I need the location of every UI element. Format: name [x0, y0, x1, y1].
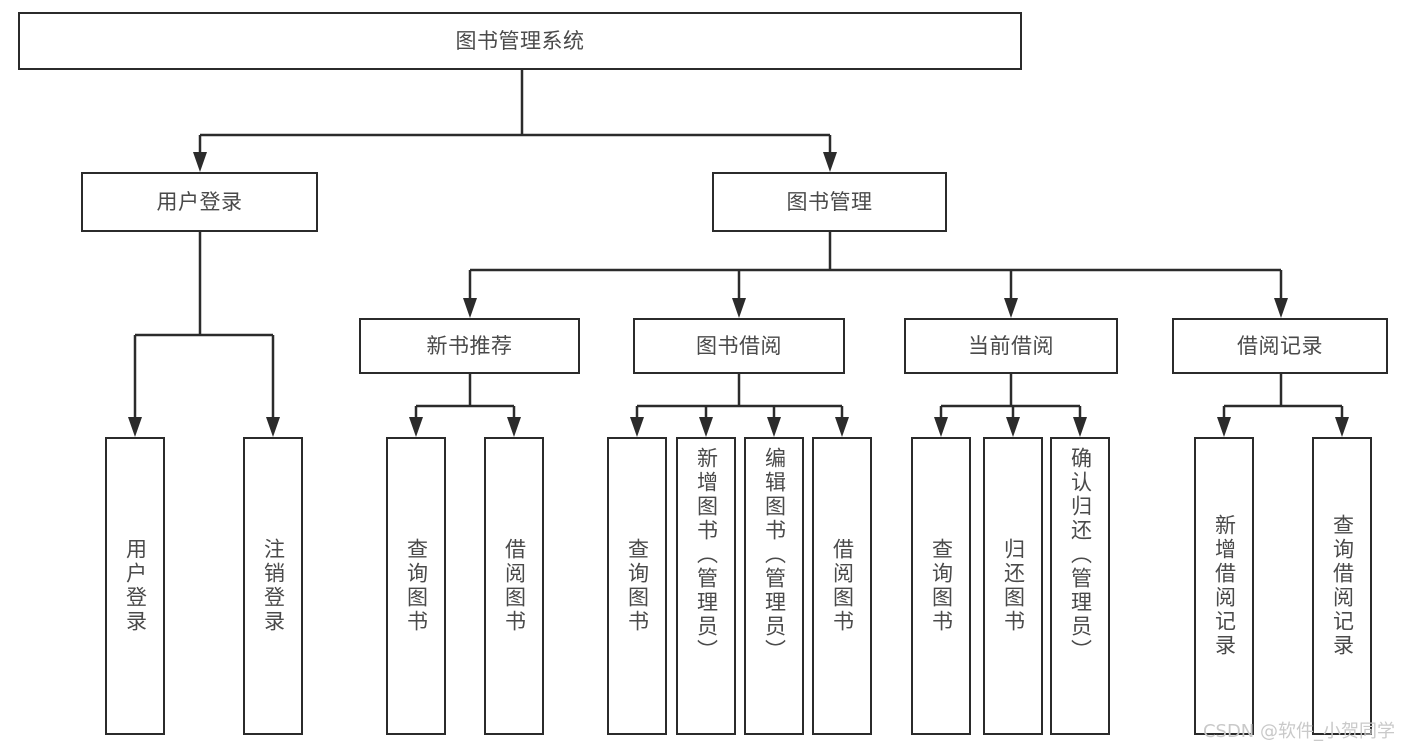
arrow-head-current-borrow-1	[1006, 417, 1020, 437]
node-leaf-borrow-book: 借阅图书	[812, 437, 872, 735]
node-leaf-return-book: 归还图书	[983, 437, 1043, 735]
node-label: 图书管理	[786, 189, 873, 214]
node-label: 借阅图书	[502, 538, 527, 634]
node-user-login-module: 用户登录	[81, 172, 318, 232]
arrow-head-book-manage-module-0	[463, 298, 477, 318]
arrow-head-borrow-record-1	[1335, 417, 1349, 437]
node-root: 图书管理系统	[18, 12, 1022, 70]
node-borrow-record: 借阅记录	[1172, 318, 1388, 374]
node-leaf-query-book-rec: 查询图书	[386, 437, 446, 735]
node-leaf-query-book-borrow: 查询图书	[607, 437, 667, 735]
node-leaf-add-borrow-record: 新增借阅记录	[1194, 437, 1254, 735]
node-label: 当前借阅	[968, 333, 1054, 358]
arrow-head-book-manage-module-2	[1004, 298, 1018, 318]
arrow-head-book-manage-module-1	[732, 298, 746, 318]
arrow-head-book-manage-module-3	[1274, 298, 1288, 318]
node-label: 用户登录	[123, 538, 148, 634]
arrow-head-root-1	[823, 152, 837, 172]
node-leaf-add-book-admin: 新增图书（管理员）	[676, 437, 736, 735]
arrow-head-new-book-recommend-1	[507, 417, 521, 437]
node-label: 新增图书（管理员）	[694, 447, 719, 663]
node-label: 借阅记录	[1237, 333, 1323, 358]
node-label: 查询图书	[929, 538, 954, 634]
node-label: 图书借阅	[696, 333, 782, 358]
node-leaf-borrow-book-rec: 借阅图书	[484, 437, 544, 735]
arrow-head-book-borrow-2	[767, 417, 781, 437]
node-label: 借阅图书	[830, 538, 855, 634]
node-leaf-user-logout: 注销登录	[243, 437, 303, 735]
node-leaf-query-book-current: 查询图书	[911, 437, 971, 735]
node-leaf-edit-book-admin: 编辑图书（管理员）	[744, 437, 804, 735]
node-label: 编辑图书（管理员）	[762, 447, 787, 663]
node-label: 查询借阅记录	[1330, 514, 1355, 658]
arrow-head-user-login-module-0	[128, 417, 142, 437]
node-label: 确认归还（管理员）	[1068, 447, 1093, 663]
node-label: 注销登录	[261, 538, 286, 634]
arrow-head-current-borrow-0	[934, 417, 948, 437]
node-new-book-recommend: 新书推荐	[359, 318, 580, 374]
node-label: 用户登录	[156, 189, 243, 214]
node-label: 查询图书	[404, 538, 429, 634]
node-leaf-query-borrow-record: 查询借阅记录	[1312, 437, 1372, 735]
arrow-head-book-borrow-3	[835, 417, 849, 437]
node-label: 查询图书	[625, 538, 650, 634]
node-leaf-confirm-return-admin: 确认归还（管理员）	[1050, 437, 1110, 735]
node-current-borrow: 当前借阅	[904, 318, 1118, 374]
arrow-head-current-borrow-2	[1073, 417, 1087, 437]
arrow-head-root-0	[193, 152, 207, 172]
arrow-head-user-login-module-1	[266, 417, 280, 437]
node-book-manage-module: 图书管理	[712, 172, 947, 232]
node-leaf-user-login: 用户登录	[105, 437, 165, 735]
node-label: 新增借阅记录	[1212, 514, 1237, 658]
node-label: 新书推荐	[426, 333, 513, 358]
csdn-watermark: CSDN @软件_小贺同学	[1202, 721, 1395, 742]
arrow-head-book-borrow-0	[630, 417, 644, 437]
node-label: 图书管理系统	[455, 28, 585, 53]
node-label: 归还图书	[1001, 538, 1026, 634]
arrow-head-book-borrow-1	[699, 417, 713, 437]
node-book-borrow: 图书借阅	[633, 318, 845, 374]
arrow-head-borrow-record-0	[1217, 417, 1231, 437]
arrow-head-new-book-recommend-0	[409, 417, 423, 437]
